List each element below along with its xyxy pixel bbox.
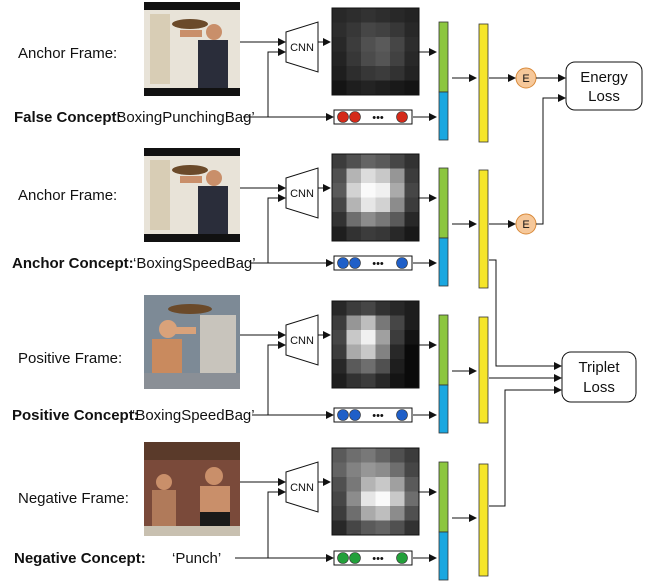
concept-embedding: ••• [333,407,413,423]
feature-map [331,153,420,242]
cnn-block: CNN [285,314,319,366]
concat-bar [438,314,449,434]
energy-loss-line1: Energy [580,69,628,86]
energy-node-1: E [515,67,537,89]
energy-symbol: E [522,219,529,231]
fused-embedding-bar [478,23,489,143]
row-3: Positive Frame: Positive Concept:‘BoxingS… [12,295,489,434]
fused-embedding-bar [478,463,489,577]
frame-label: Positive Frame: [18,350,122,367]
cnn-label: CNN [290,188,314,200]
concept-value: ‘Punch’ [172,550,221,567]
concept-value: ‘BoxingSpeedBag’ [132,407,255,424]
concat-bar [438,21,449,141]
feature-map [331,447,420,536]
concept-label: Positive Concept: [12,407,139,424]
concept-to-cnn-arrow [251,194,286,264]
concept-to-cnn-arrow [252,341,286,416]
concept-embedding: ••• [333,255,413,271]
concat-bar [438,167,449,287]
fused-embedding-bar [478,169,489,289]
energy-symbol: E [522,73,529,85]
fused-embedding-bar [478,316,489,424]
concept-to-cnn-arrow [235,488,286,559]
frame-label: Anchor Frame: [18,187,117,204]
concept-to-cnn-arrow [243,48,286,118]
embedding-dot [349,111,361,123]
energy-loss-line2: Loss [588,88,620,105]
embedding-dot [349,409,361,421]
frame-label: Anchor Frame: [18,45,117,62]
embedding-dot [349,552,361,564]
frame-image [144,295,240,389]
cnn-block: CNN [285,21,319,73]
embedding-dot [396,552,408,564]
frame-image [144,148,240,242]
frame-label: Negative Frame: [18,490,129,507]
concept-label: Negative Concept: [14,550,146,567]
triplet-loss-box: Triplet Loss [561,351,637,403]
row-1: Anchor Frame: False Concept:‘BoxingPunchi… [14,2,489,143]
ellipsis: ••• [372,410,384,422]
ellipsis: ••• [372,553,384,565]
embedding-dot [337,409,349,421]
energy-node-2: E [515,213,537,235]
energy-loss-box: Energy Loss [565,61,643,111]
cnn-block: CNN [285,461,319,513]
embedding-dot [396,409,408,421]
triplet-loss-line2: Loss [583,379,615,396]
concept-label: Anchor Concept: [12,255,134,272]
row-2: Anchor Frame: Anchor Concept:‘BoxingSpeed… [12,148,489,289]
concept-value: ‘BoxingSpeedBag’ [133,255,256,272]
embedding-dot [337,111,349,123]
embedding-dot [396,257,408,269]
ellipsis: ••• [372,258,384,270]
cnn-label: CNN [290,335,314,347]
feature-map [331,7,420,96]
triplet-loss-line1: Triplet [578,359,620,376]
embedding-dot [349,257,361,269]
concept-value: ‘BoxingPunchingBag’ [113,109,255,126]
cnn-block: CNN [285,167,319,219]
frame-image [144,2,240,96]
embedding-dot [337,552,349,564]
concept-embedding: ••• [333,550,413,566]
cnn-label: CNN [290,482,314,494]
embedding-dot [337,257,349,269]
connectors [489,74,566,507]
concept-label: False Concept: [14,109,122,126]
embedding-dot [396,111,408,123]
ellipsis: ••• [372,112,384,124]
feature-map [331,300,420,389]
frame-image [144,442,240,536]
concat-bar [438,461,449,581]
row-4: Negative Frame: Negative Concept: ‘Punch’ C… [14,442,489,581]
cnn-label: CNN [290,42,314,54]
concept-embedding: ••• [333,109,413,125]
